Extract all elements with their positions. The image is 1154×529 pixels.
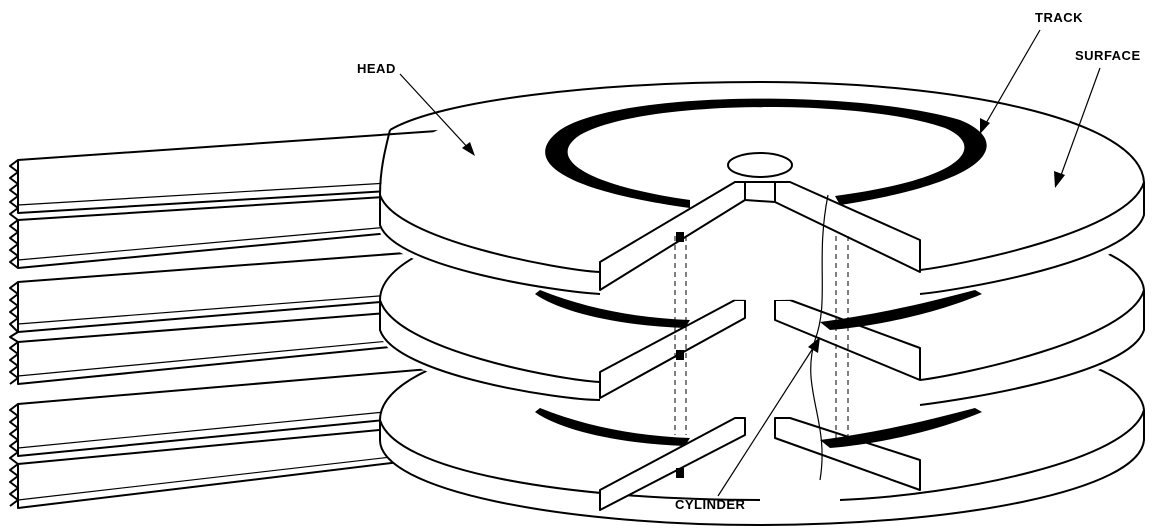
read-write-heads	[676, 232, 684, 478]
label-head-group: HEAD	[357, 61, 475, 156]
arrow-track	[980, 118, 990, 134]
label-surface: SURFACE	[1075, 48, 1141, 63]
label-track: TRACK	[1035, 10, 1083, 25]
head-3	[676, 468, 684, 478]
access-arms	[9, 126, 521, 509]
head-1	[676, 232, 684, 242]
head-2	[676, 350, 684, 360]
label-track-group: TRACK	[980, 10, 1083, 134]
label-surface-group: SURFACE	[1054, 48, 1141, 188]
platter-1	[379, 80, 1145, 481]
arrow-cylinder	[808, 337, 820, 353]
label-head: HEAD	[357, 61, 396, 76]
label-cylinder-group: CYLINDER	[675, 337, 820, 512]
arm-break-line	[9, 159, 19, 507]
arrow-head	[462, 142, 475, 156]
arrow-surface	[1054, 171, 1065, 188]
label-cylinder: CYLINDER	[675, 497, 746, 512]
